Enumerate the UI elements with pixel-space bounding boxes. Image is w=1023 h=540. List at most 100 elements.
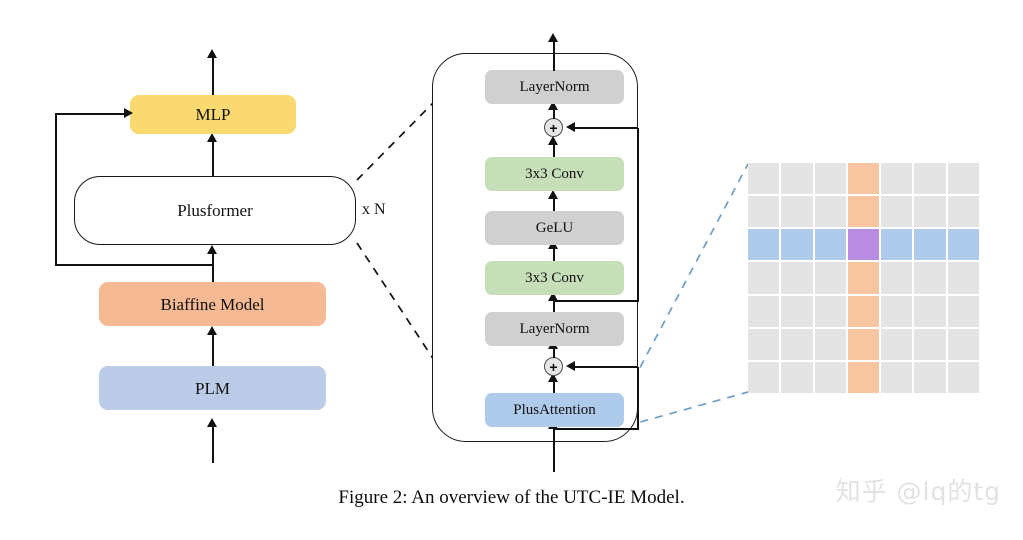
add-node-1: + bbox=[544, 357, 563, 376]
grid-cell bbox=[814, 295, 846, 327]
dashed-line-attention-top bbox=[625, 163, 749, 395]
wire-plusattention-to-add1 bbox=[553, 380, 555, 393]
grid-cell-row-highlight bbox=[947, 229, 979, 261]
wire-residual2-top bbox=[572, 127, 638, 129]
block-mlp[interactable]: MLP bbox=[130, 95, 296, 134]
grid-cell bbox=[947, 262, 979, 294]
grid-cell bbox=[881, 361, 913, 393]
grid-cell bbox=[781, 262, 813, 294]
wire-input-to-plusattention bbox=[553, 427, 555, 449]
grid-cell-column-highlight bbox=[847, 196, 880, 228]
block-plusattention[interactable]: PlusAttention bbox=[485, 393, 624, 427]
wire-detail-output bbox=[553, 40, 555, 71]
repeat-count-label: x N bbox=[362, 201, 386, 218]
block-layernorm-bottom[interactable]: LayerNorm bbox=[485, 312, 624, 346]
block-conv-top[interactable]: 3x3 Conv bbox=[485, 157, 624, 191]
block-biaffine-label: Biaffine Model bbox=[160, 294, 265, 314]
arrowhead-plusformer-to-mlp bbox=[207, 133, 217, 142]
grid-cell bbox=[748, 361, 780, 393]
arrowhead-add2-to-layernorm-top bbox=[548, 101, 558, 110]
arrowhead-input-to-plm bbox=[207, 418, 217, 427]
grid-cell-row-highlight bbox=[881, 229, 913, 261]
grid-cell bbox=[914, 163, 946, 195]
grid-cell bbox=[814, 196, 846, 228]
grid-cell-column-highlight bbox=[847, 262, 880, 294]
grid-cell bbox=[881, 295, 913, 327]
wire-skip-top bbox=[55, 113, 127, 115]
wire-mlp-output bbox=[212, 56, 214, 95]
grid-cell bbox=[947, 361, 979, 393]
grid-cell bbox=[947, 163, 979, 195]
arrowhead-residual2-to-add2 bbox=[566, 122, 575, 132]
wire-biaffine-to-plusformer bbox=[212, 252, 214, 282]
wire-skip-left bbox=[55, 114, 57, 266]
block-plusformer-label: Plusformer bbox=[177, 200, 253, 220]
watermark: 知乎 @lq的tg bbox=[835, 477, 1001, 506]
plusformer-detail-container bbox=[432, 53, 638, 442]
block-biaffine-model[interactable]: Biaffine Model bbox=[99, 282, 326, 326]
grid-cell bbox=[881, 163, 913, 195]
grid-cell bbox=[881, 196, 913, 228]
grid-cell bbox=[881, 262, 913, 294]
figure-caption: Figure 2: An overview of the UTC-IE Mode… bbox=[338, 487, 685, 508]
block-conv-bottom-label: 3x3 Conv bbox=[525, 269, 584, 286]
block-plm-label: PLM bbox=[195, 378, 230, 398]
grid-cell-column-highlight bbox=[847, 295, 880, 327]
block-plusformer[interactable]: Plusformer bbox=[74, 176, 356, 245]
grid-cell bbox=[914, 361, 946, 393]
grid-cell bbox=[781, 196, 813, 228]
block-plm[interactable]: PLM bbox=[99, 366, 326, 410]
grid-cell bbox=[814, 328, 846, 360]
arrowhead-plm-to-biaffine bbox=[207, 326, 217, 335]
grid-cell-column-highlight bbox=[847, 361, 880, 393]
block-gelu-label: GeLU bbox=[535, 219, 574, 236]
grid-cell bbox=[814, 262, 846, 294]
wire-skip-bottom bbox=[55, 264, 213, 266]
wire-conv-bottom-to-gelu bbox=[553, 247, 555, 261]
arrowhead-biaffine-to-plusformer bbox=[207, 245, 217, 254]
grid-cell bbox=[914, 328, 946, 360]
grid-cell bbox=[914, 295, 946, 327]
grid-cell bbox=[748, 328, 780, 360]
block-gelu[interactable]: GeLU bbox=[485, 211, 624, 245]
grid-cell bbox=[947, 328, 979, 360]
grid-cell bbox=[881, 328, 913, 360]
block-layernorm-top[interactable]: LayerNorm bbox=[485, 70, 624, 104]
grid-cell bbox=[914, 196, 946, 228]
grid-cell bbox=[947, 295, 979, 327]
arrowhead-conv-top-to-add2 bbox=[548, 136, 558, 145]
wire-residual1-bottom bbox=[553, 428, 639, 430]
block-conv-bottom[interactable]: 3x3 Conv bbox=[485, 261, 624, 295]
grid-cell bbox=[748, 163, 780, 195]
grid-cell bbox=[781, 328, 813, 360]
arrowhead-residual1-to-add1 bbox=[566, 361, 575, 371]
dashed-line-plusformer-bottom bbox=[356, 242, 435, 361]
grid-cell-row-highlight bbox=[781, 229, 813, 261]
block-conv-top-label: 3x3 Conv bbox=[525, 165, 584, 182]
wire-input-to-plm bbox=[212, 425, 214, 463]
grid-cell bbox=[914, 262, 946, 294]
grid-cell-column-highlight bbox=[847, 328, 880, 360]
arrowhead-plusattention-to-add1 bbox=[548, 373, 558, 382]
grid-cell bbox=[947, 196, 979, 228]
wire-plm-to-biaffine bbox=[212, 333, 214, 366]
wire-add1-to-layernorm-bottom bbox=[553, 347, 555, 358]
grid-cell bbox=[748, 295, 780, 327]
arrowhead-detail-output bbox=[548, 33, 558, 42]
add-node-2: + bbox=[544, 118, 563, 137]
wire-gelu-to-conv-top bbox=[553, 197, 555, 211]
wire-plusformer-to-mlp bbox=[212, 140, 214, 176]
grid-cell-row-highlight bbox=[914, 229, 946, 261]
add-node-1-symbol: + bbox=[549, 358, 558, 375]
block-layernorm-top-label: LayerNorm bbox=[519, 78, 590, 95]
arrowhead-skip-to-mlp bbox=[124, 108, 133, 118]
grid-cell bbox=[814, 163, 846, 195]
block-plusattention-label: PlusAttention bbox=[513, 401, 596, 418]
wire-residual1-right bbox=[637, 367, 639, 430]
grid-cell-cross bbox=[847, 229, 880, 261]
arrowhead-layernorm-bottom-to-conv-bottom bbox=[548, 292, 558, 301]
grid-cell-row-highlight bbox=[748, 229, 780, 261]
dashed-line-plusformer-top bbox=[356, 101, 435, 181]
block-layernorm-bottom-label: LayerNorm bbox=[519, 320, 590, 337]
